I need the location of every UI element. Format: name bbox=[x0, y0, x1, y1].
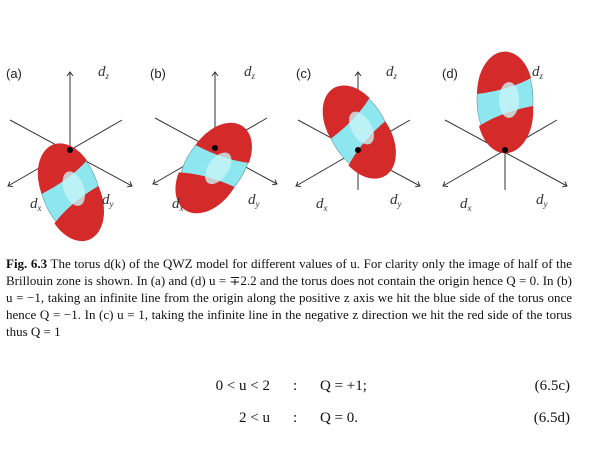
dz-label: dz bbox=[532, 64, 544, 81]
torus-red-side bbox=[476, 51, 531, 94]
dy-label: dy bbox=[390, 192, 402, 209]
origin-dot bbox=[355, 147, 361, 153]
torus-red-side bbox=[175, 172, 235, 214]
torus-inner-highlight bbox=[62, 171, 85, 206]
figure-panel: (c) dz dx dy bbox=[296, 64, 420, 213]
torus-red-side bbox=[479, 106, 534, 154]
x-axis bbox=[443, 119, 558, 186]
dx-label: dx bbox=[460, 196, 472, 213]
panel-label: (b) bbox=[150, 66, 166, 81]
dy-label: dy bbox=[102, 192, 114, 209]
equation-lhs: 2 < u bbox=[239, 410, 270, 426]
caption-text: The torus d(k) of the QWZ model for diff… bbox=[6, 256, 573, 339]
dy-label: dy bbox=[536, 192, 548, 209]
torus-inner-highlight bbox=[348, 111, 374, 145]
torus-red-side bbox=[195, 122, 252, 163]
torus bbox=[37, 143, 105, 242]
figure-caption: Fig. 6.3 The torus d(k) of the QWZ model… bbox=[6, 255, 572, 340]
figure-panel: (d) dz dx dy bbox=[442, 51, 567, 213]
figure-panel: (a) dz dx dy bbox=[6, 64, 132, 242]
torus-figure: (a) dz dx dy (b) dz dx dy (c) dz dx dy (d) dz dx dy bbox=[6, 51, 600, 242]
equation-lhs: 0 < u < 2 bbox=[215, 378, 270, 394]
dy-label: dy bbox=[248, 192, 260, 209]
equation-rhs: Q = +1; bbox=[320, 378, 367, 394]
equation-rhs: Q = 0. bbox=[320, 410, 359, 426]
equation-number: (6.5c) bbox=[534, 378, 570, 394]
dx-label: dx bbox=[172, 196, 184, 213]
torus bbox=[476, 51, 534, 154]
dz-label: dz bbox=[244, 64, 256, 81]
equation-6-5c: 0 < u < 2 : Q = +1; (6.5c) bbox=[0, 378, 600, 400]
torus bbox=[175, 122, 252, 214]
panel-label: (a) bbox=[6, 66, 22, 81]
equation-number: (6.5d) bbox=[533, 410, 570, 426]
torus-red-side bbox=[37, 143, 87, 194]
origin-dot bbox=[67, 147, 73, 153]
equation-separator: : bbox=[293, 410, 298, 426]
figure-panel: (b) dz dx dy bbox=[150, 64, 277, 214]
dz-label: dz bbox=[98, 64, 110, 81]
origin-dot bbox=[502, 147, 508, 153]
torus bbox=[322, 85, 396, 179]
panel-label: (c) bbox=[296, 66, 311, 81]
caption-fig-label: Fig. 6.3 bbox=[6, 256, 48, 271]
torus-inner-highlight bbox=[499, 82, 519, 118]
torus-red-side bbox=[54, 186, 105, 242]
equation-6-5d: 2 < u : Q = 0. (6.5d) bbox=[0, 410, 600, 432]
dz-label: dz bbox=[386, 64, 398, 81]
dx-label: dx bbox=[316, 196, 328, 213]
torus-red-side bbox=[348, 121, 396, 179]
torus-inner-highlight bbox=[205, 152, 232, 185]
panel-label: (d) bbox=[442, 66, 458, 81]
dx-label: dx bbox=[30, 196, 42, 213]
torus-red-side bbox=[322, 85, 370, 139]
origin-dot bbox=[212, 145, 218, 151]
equation-separator: : bbox=[293, 378, 298, 394]
